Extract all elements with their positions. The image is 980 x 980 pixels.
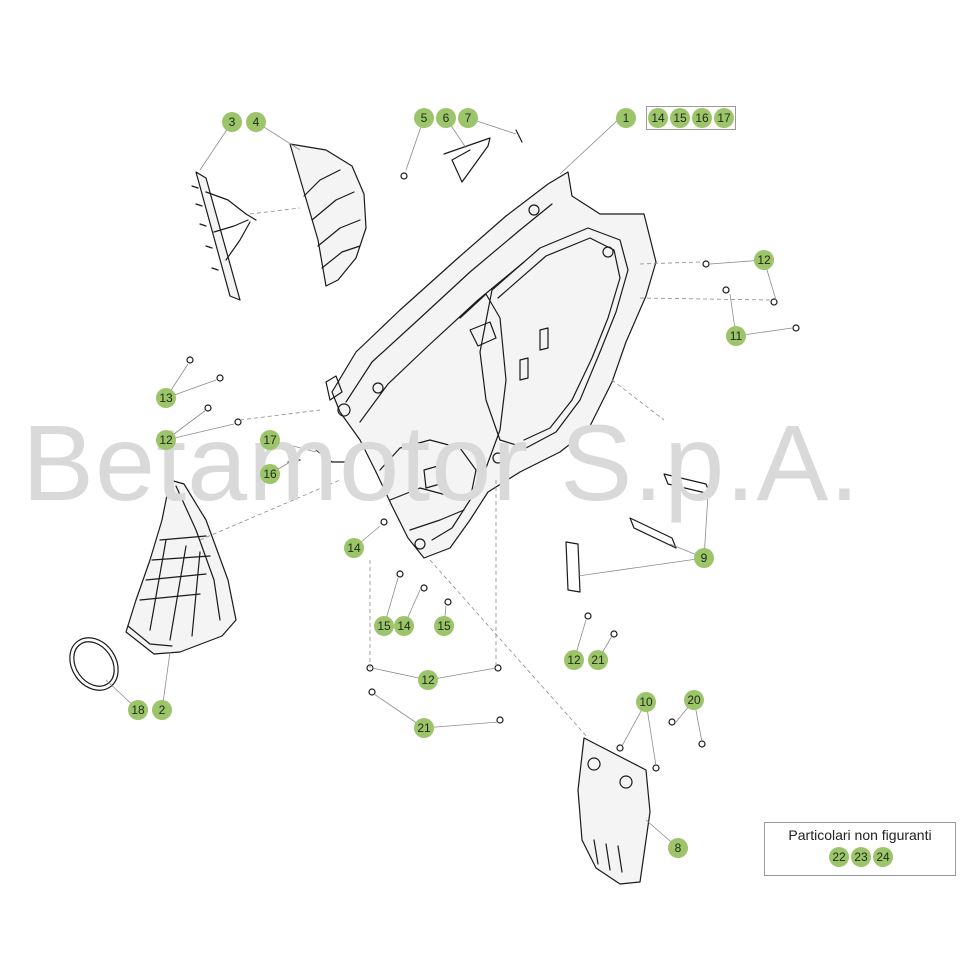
callout-11: 11 (726, 326, 746, 346)
callout-10: 10 (636, 692, 656, 712)
callout-16: 16 (260, 464, 280, 484)
filter-cage (191, 171, 257, 301)
callout-9: 9 (694, 548, 714, 568)
callout-18: 18 (128, 700, 148, 720)
callout-6: 6 (436, 108, 456, 128)
not-shown-parts-legend: Particolari non figuranti 22 23 24 (764, 822, 956, 876)
intake-duct (125, 479, 237, 655)
fasteners (186, 172, 800, 772)
legend-item-24: 24 (873, 847, 893, 867)
callout-group-box (646, 106, 736, 130)
callout-21: 21 (588, 650, 608, 670)
callout-1: 1 (616, 108, 636, 128)
callout-13: 13 (156, 388, 176, 408)
mud-flap (577, 737, 651, 885)
callout-4: 4 (246, 112, 266, 132)
callout-17: 17 (714, 108, 734, 128)
legend-item-23: 23 (851, 847, 871, 867)
watermark-text: Betamotor S.p.A. (22, 402, 861, 523)
callout-14: 14 (344, 538, 364, 558)
callout-7: 7 (458, 108, 478, 128)
callout-20: 20 (684, 690, 704, 710)
legend-item-22: 22 (829, 847, 849, 867)
callout-15: 15 (670, 108, 690, 128)
hose-clamp (69, 637, 119, 691)
callout-12: 12 (418, 670, 438, 690)
callout-12: 12 (754, 250, 774, 270)
callout-16: 16 (692, 108, 712, 128)
callout-14: 14 (394, 616, 414, 636)
callout-15: 15 (374, 616, 394, 636)
clips-9 (565, 473, 711, 593)
airbox-body (325, 171, 657, 559)
callout-8: 8 (668, 838, 688, 858)
callout-2: 2 (152, 700, 172, 720)
callout-12: 12 (564, 650, 584, 670)
filter-cover (289, 143, 367, 287)
callout-15: 15 (434, 616, 454, 636)
callout-14: 14 (648, 108, 668, 128)
callout-21: 21 (414, 718, 434, 738)
callout-3: 3 (222, 112, 242, 132)
spring-clip (443, 129, 523, 183)
legend-items: 22 23 24 (765, 843, 955, 867)
legend-title: Particolari non figuranti (788, 827, 932, 843)
callout-17: 17 (260, 430, 280, 450)
callout-5: 5 (414, 108, 434, 128)
callout-12: 12 (156, 430, 176, 450)
